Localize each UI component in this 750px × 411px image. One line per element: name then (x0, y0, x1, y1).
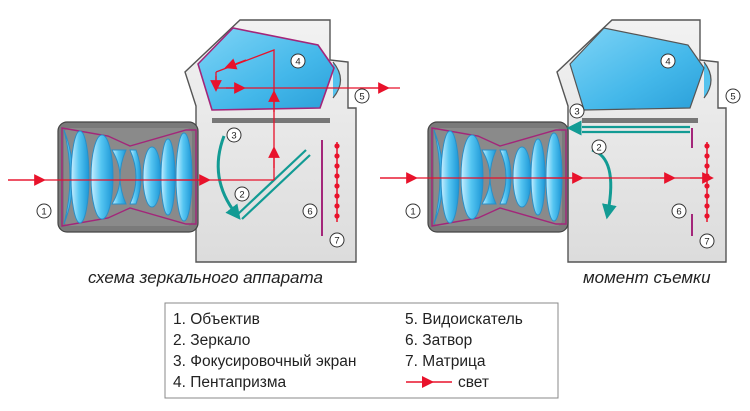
lens-path-outline (61, 127, 197, 227)
svg-text:5: 5 (730, 92, 735, 103)
legend-item-5: 5. Видоискатель (405, 311, 523, 328)
caption-left: схема зеркального аппарата (88, 268, 323, 287)
camera-left: 1 2 3 4 5 6 7 (8, 19, 400, 263)
viewfinder-eyepiece (332, 61, 342, 99)
marker-1: 1 (36, 203, 52, 219)
lens-elements (63, 129, 193, 225)
legend-item-1: 1. Объектив (173, 311, 260, 328)
viewfinder-eyepiece (703, 61, 712, 99)
svg-text:7: 7 (334, 236, 339, 247)
marker-6: 6 (302, 203, 318, 219)
svg-text:1: 1 (41, 207, 46, 218)
legend-item-4: 4. Пентапризма (173, 374, 287, 391)
legend-item-7: 7. Матрица (405, 353, 486, 370)
lens-path-outline (431, 127, 567, 227)
focusing-screen (212, 118, 330, 123)
svg-text:2: 2 (596, 143, 601, 154)
svg-text:7: 7 (704, 237, 709, 248)
marker-4: 4 (660, 53, 676, 69)
svg-text:4: 4 (295, 57, 300, 68)
svg-text:1: 1 (410, 207, 415, 218)
marker-7: 7 (699, 233, 715, 249)
svg-text:6: 6 (307, 207, 312, 218)
marker-1: 1 (405, 203, 421, 219)
sensor (334, 142, 340, 222)
light-path-left (8, 49, 400, 186)
focusing-screen (582, 118, 698, 123)
mirror (582, 125, 690, 134)
svg-text:5: 5 (359, 92, 364, 103)
legend: 1. Объектив 2. Зеркало 3. Фокусировочный… (164, 302, 559, 399)
svg-text:4: 4 (665, 57, 670, 68)
lens-elements (433, 129, 563, 225)
marker-6: 6 (671, 203, 687, 219)
marker-7: 7 (329, 232, 345, 248)
caption-right: момент съемки (583, 268, 711, 287)
marker-4: 4 (290, 53, 306, 69)
legend-box (164, 302, 559, 399)
camera-right: 1 2 3 4 5 6 7 (380, 19, 741, 263)
marker-5: 5 (354, 88, 370, 104)
marker-3: 3 (569, 103, 585, 119)
mirror (237, 149, 311, 220)
marker-5: 5 (725, 88, 741, 104)
marker-2: 2 (591, 139, 607, 155)
pentaprism (197, 27, 335, 111)
marker-2: 2 (234, 186, 250, 202)
svg-text:2: 2 (239, 190, 244, 201)
svg-text:3: 3 (231, 131, 236, 142)
legend-item-6: 6. Затвор (405, 332, 472, 349)
legend-light-label: свет (458, 374, 489, 391)
number-markers-left: 1 2 3 4 5 6 7 (36, 53, 370, 248)
mirror-swing-arrow (216, 135, 241, 220)
svg-text:6: 6 (676, 207, 681, 218)
svg-text:3: 3 (574, 107, 579, 118)
marker-3: 3 (226, 127, 242, 143)
legend-item-2: 2. Зеркало (173, 332, 250, 349)
legend-light-arrow-icon (406, 376, 452, 388)
number-markers-right: 1 2 3 4 5 6 7 (405, 53, 741, 249)
legend-item-3: 3. Фокусировочный экран (173, 353, 356, 370)
